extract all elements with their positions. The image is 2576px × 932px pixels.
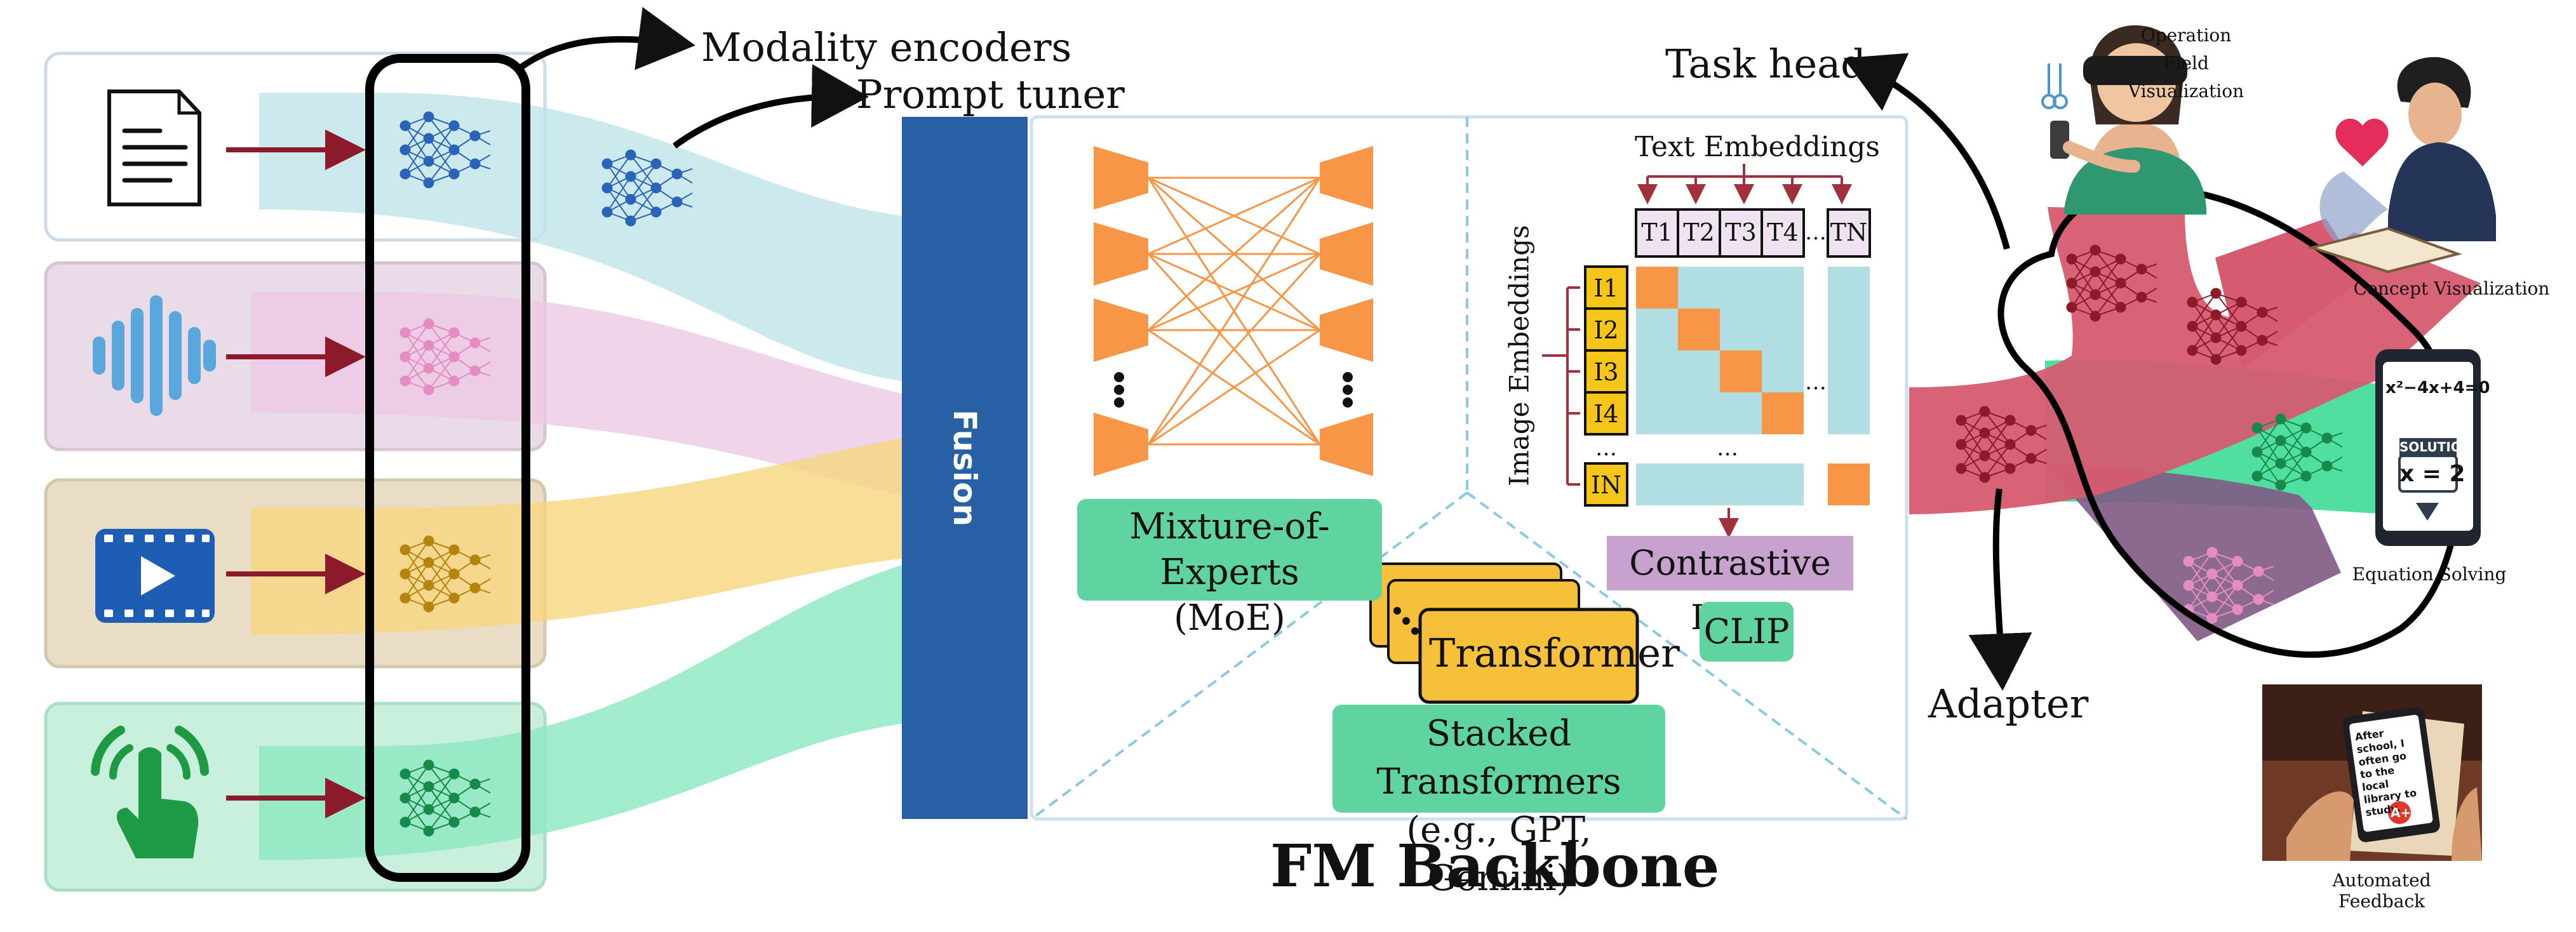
- task-heads-label: Task heads: [1665, 41, 1886, 87]
- image-token-3: I3: [1593, 358, 1619, 386]
- moe-label-line2: (MoE): [1174, 597, 1285, 639]
- video-stream: [251, 438, 902, 635]
- audio-stream: [251, 292, 902, 495]
- image-embeddings-label: Image Embeddings: [1503, 225, 1535, 486]
- backbone-dividers: [1030, 117, 1908, 820]
- text-embeddings-label: Text Embeddings: [1635, 131, 1880, 163]
- moe-label-line1: Mixture-of-Experts: [1129, 506, 1330, 593]
- clip-matrix: [1542, 164, 1871, 538]
- matrix-ellipsis: …: [1717, 436, 1738, 461]
- image-token-1: I1: [1593, 274, 1619, 302]
- text-token-ellipsis: …: [1805, 220, 1827, 245]
- video-film-icon: [95, 529, 215, 623]
- audio-waveform-icon: [93, 295, 216, 416]
- document-icon: [107, 90, 201, 206]
- fm-backbone-title: FM Backbone: [1270, 832, 1720, 900]
- operation-field-caption-line1: Operation Field: [2140, 25, 2232, 74]
- operation-field-person-icon: [2041, 25, 2206, 215]
- clip-label: CLIP: [1700, 602, 1794, 662]
- stacked-transformers-line1: Stacked Transformers: [1376, 713, 1621, 802]
- moe-expert-network: [1094, 146, 1373, 476]
- text-token-3: T3: [1725, 218, 1757, 246]
- automated-feedback-caption: Automated Feedback: [2332, 870, 2431, 912]
- operation-field-caption: Operation Field Visualization: [2123, 22, 2250, 105]
- touch-gesture-icon: [91, 726, 209, 858]
- image-token-n: IN: [1590, 471, 1622, 499]
- stacked-transformers-line2: (e.g., GPT, Gemini): [1406, 809, 1592, 899]
- contrastive-loss-box: Contrastive Loss: [1607, 536, 1853, 637]
- image-token-4: I4: [1593, 400, 1619, 428]
- prompt-tuner-arrow: [673, 64, 869, 149]
- task-heads-arrow: [1843, 53, 2010, 250]
- operation-field-caption-line2: Visualization: [2128, 81, 2244, 102]
- text-token-2: T2: [1683, 218, 1715, 246]
- fusion-block: [902, 117, 1028, 819]
- phone-solution-label: SOLUTION: [2399, 439, 2472, 455]
- image-token-ellipsis: …: [1595, 436, 1617, 461]
- stacked-transformers-pill: Stacked Transformers (e.g., GPT, Gemini): [1332, 705, 1665, 899]
- equation-solving-caption: Equation Solving: [2352, 564, 2507, 585]
- text-stream: [259, 93, 902, 381]
- phone-equation-text: x²−4x+4=0: [2385, 378, 2490, 397]
- text-token-1: T1: [1641, 218, 1673, 246]
- moe-label-pill: Mixture-of-Experts (MoE): [1077, 499, 1382, 639]
- task-streams: [1909, 207, 2481, 641]
- modality-encoders-bracket: [365, 54, 530, 882]
- modality-encoders-label: Modality encoders: [701, 24, 1072, 70]
- text-token-4: T4: [1767, 218, 1799, 246]
- equation-phone-icon: [2375, 349, 2481, 546]
- phone-answer: x = 2: [2399, 461, 2465, 487]
- automated-feedback-image: [2262, 684, 2482, 861]
- fusion-label: Fusion: [946, 409, 983, 527]
- matrix-ellipsis: …: [1805, 369, 1827, 395]
- concept-visualization-person-icon: [2307, 57, 2496, 274]
- image-token-2: I2: [1593, 316, 1619, 344]
- transformer-block-label: Transformer: [1429, 630, 1680, 676]
- prompt-tuner-label: Prompt tuner: [856, 71, 1125, 117]
- modality-encoders-arrow: [515, 7, 695, 72]
- touch-stream: [259, 565, 902, 860]
- feedback-grade: A+: [2391, 805, 2412, 820]
- text-token-n: TN: [1830, 218, 1868, 246]
- transformer-stack: [1369, 563, 1639, 704]
- adapter-label: Adapter: [1928, 681, 2089, 727]
- adapter-arrow: [1968, 488, 2032, 691]
- concept-visualization-caption: Concept Visualization: [2353, 278, 2550, 299]
